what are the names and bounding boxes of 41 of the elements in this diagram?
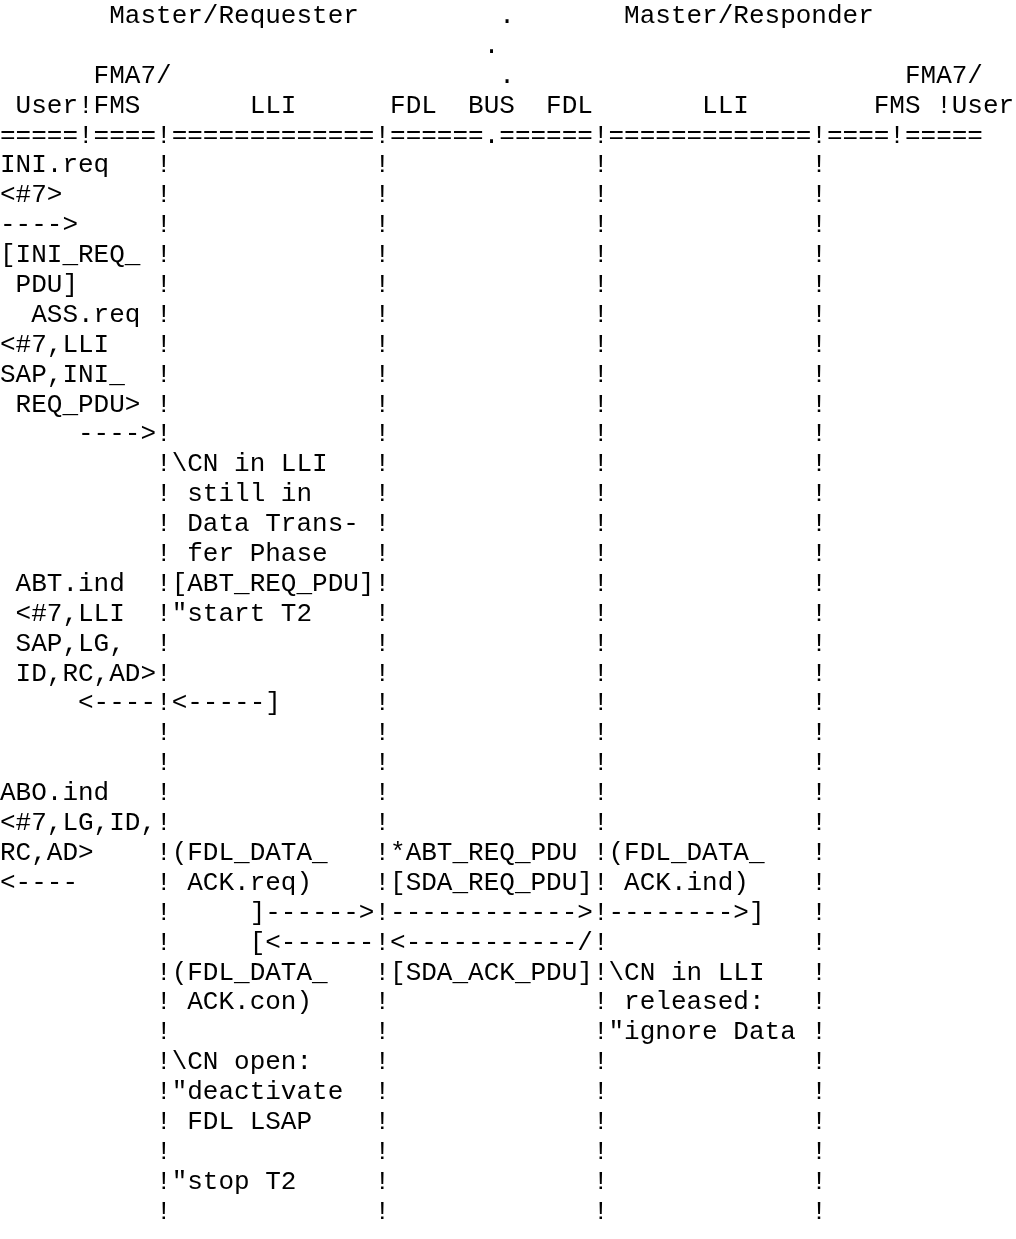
ascii-diagram-line: !(FDL_DATA_ ![SDA_ACK_PDU]!\CN in LLI ! xyxy=(155,958,827,989)
ascii-diagram-line: [INI_REQ_ ! ! ! ! xyxy=(0,241,827,271)
ascii-diagram-line: ! Data Trans- ! ! ! xyxy=(155,510,827,541)
ascii-diagram-line: ABT.ind ![ABT_REQ_PDU]! ! ! xyxy=(14,569,827,600)
ascii-diagram-line: INI.req ! ! ! ! xyxy=(0,151,827,182)
ascii-diagram-line: ! [<------!<-----------/! ! xyxy=(155,928,827,959)
ascii-diagram-line: <#7,LLI !"start T2 ! ! ! xyxy=(14,599,827,630)
ascii-diagram-line: ! still in ! ! ! xyxy=(155,480,827,511)
ascii-diagram-line: ! ! ! ! xyxy=(155,1137,827,1168)
ascii-diagram-line: PDU] ! ! ! ! xyxy=(14,271,827,301)
ascii-diagram-line: ! ! ! ! xyxy=(155,749,827,780)
ascii-diagram-line: <#7,LG,ID,! ! ! ! xyxy=(0,809,827,839)
ascii-diagram-line: <#7,LLI ! ! ! ! xyxy=(0,330,827,361)
ascii-diagram-line: ! ]------>!------------>!-------->] ! xyxy=(155,898,827,929)
ascii-diagram-line: <----!<-----] ! ! ! xyxy=(77,689,827,720)
ascii-diagram-line: ABO.ind ! ! ! ! xyxy=(0,779,827,810)
ascii-diagram-line: FMA7/ . FMA7/ xyxy=(92,61,983,92)
ascii-diagram-line: <#7> ! ! ! ! xyxy=(0,181,827,212)
ascii-diagram-line: Master/Requester . Master/Responder xyxy=(108,2,874,32)
ascii-diagram-line: ASS.req ! ! ! ! xyxy=(30,300,827,331)
ascii-diagram-line: !\CN open: ! ! ! xyxy=(155,1048,827,1079)
ascii-diagram-line: ID,RC,AD>! ! ! ! xyxy=(14,659,827,690)
ascii-diagram-line: ---->! ! ! ! xyxy=(77,420,827,451)
ascii-diagram-line: !"deactivate ! ! ! xyxy=(155,1078,827,1108)
ascii-diagram-line: ! ACK.con) ! ! released: ! xyxy=(155,988,827,1019)
ascii-diagram-line: <---- ! ACK.req) ![SDA_REQ_PDU]! ACK.ind) ! xyxy=(0,868,827,899)
ascii-diagram-line: !"stop T2 ! ! ! xyxy=(155,1167,827,1198)
ascii-diagram-line: ! ! !"ignore Data ! xyxy=(155,1018,827,1049)
ascii-diagram-line: RC,AD> !(FDL_DATA_ !*ABT_REQ_PDU !(FDL_DATA_ ! xyxy=(0,838,827,869)
ascii-diagram-line: REQ_PDU> ! ! ! ! xyxy=(14,390,827,421)
ascii-diagram-line: =====!====!=============!======.======!=============!====!===== xyxy=(0,121,983,152)
ascii-diagram-line: . xyxy=(482,31,500,62)
ascii-diagram-line: ! fer Phase ! ! ! xyxy=(155,540,827,570)
ascii-diagram-line: SAP,INI_ ! ! ! ! xyxy=(0,360,827,391)
ascii-diagram-line: !\CN in LLI ! ! ! xyxy=(155,450,827,481)
ascii-diagram-line: ! ! ! ! xyxy=(155,719,827,750)
ascii-diagram-line: ----> ! ! ! ! xyxy=(0,211,827,242)
ascii-diagram-line: ! FDL LSAP ! ! ! xyxy=(155,1107,827,1138)
ascii-diagram-line: ! ! ! ! xyxy=(155,1197,827,1228)
ascii-diagram-line: User!FMS LLI FDL BUS FDL LLI FMS !User xyxy=(14,91,1015,122)
ascii-diagram-line: SAP,LG, ! ! ! ! xyxy=(14,629,827,660)
